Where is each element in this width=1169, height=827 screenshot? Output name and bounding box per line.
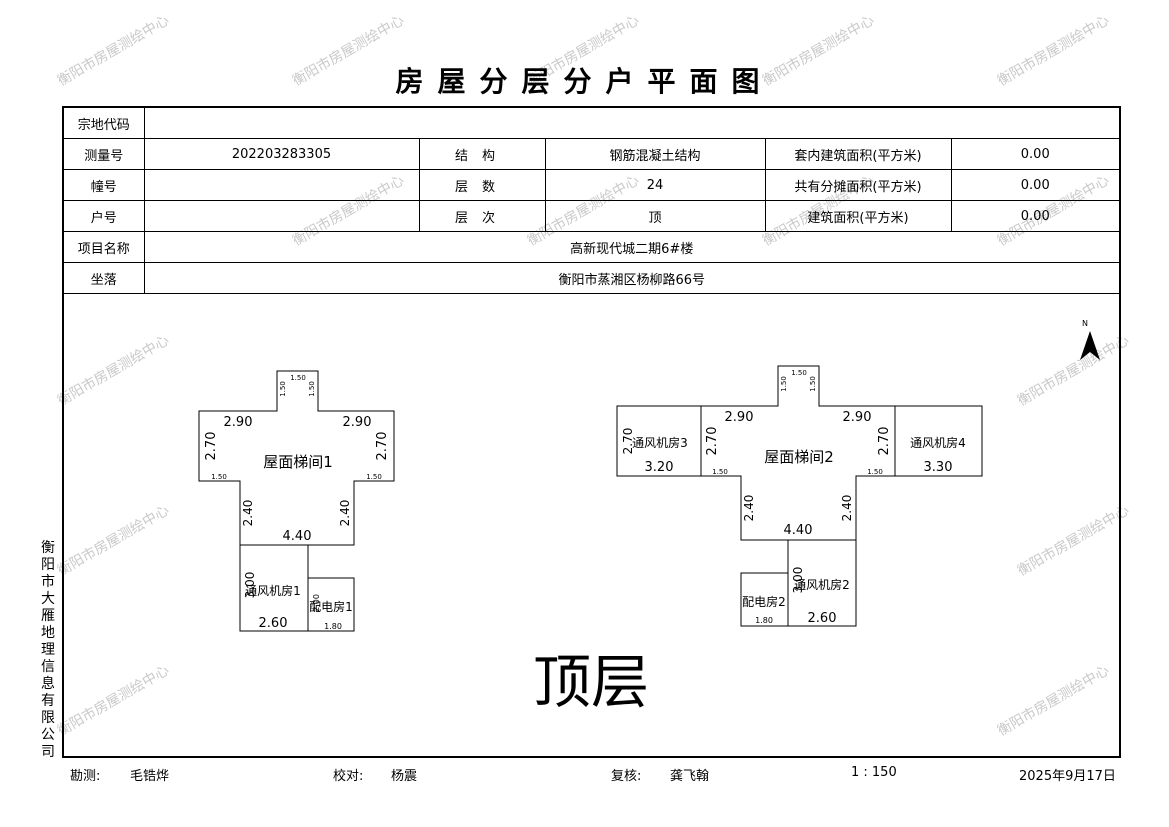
dim-label: 1.50 [712, 468, 728, 476]
dim-label: 2.70 [705, 427, 720, 456]
jiegou-label: 结构 [418, 138, 546, 170]
dim-label: 2.40 [742, 495, 756, 522]
table-row: 户号 层次 顶 建筑面积(平方米) 0.00 [64, 200, 1119, 232]
footer-fuhe-name: 龚飞翰 [670, 769, 710, 784]
dim-label: 2.60 [259, 616, 288, 631]
dim-label: 3.20 [645, 460, 674, 475]
dim-label: 3.00 [791, 567, 805, 594]
zuoluo-label: 坐落 [64, 262, 145, 294]
taonei-value: 0.00 [950, 138, 1119, 170]
room-label: 屋面梯间2 [764, 448, 834, 466]
dim-label: 3.30 [924, 460, 953, 475]
dim-label: 3.00 [243, 572, 257, 599]
room-label: 通风机房2 [794, 577, 850, 592]
info-table: 宗地代码 测量号 202203283305 结构 钢筋混凝土结构 套内建筑面积(… [64, 108, 1119, 294]
dim-label: 2.40 [338, 500, 352, 527]
dim-label: 1.50 [290, 374, 306, 382]
dim-label: 2.70 [204, 432, 219, 461]
dim-label: 2.90 [343, 415, 372, 430]
north-label: N [1082, 319, 1088, 328]
dim-label: 1.80 [755, 616, 773, 625]
floor-label: 顶层 [533, 648, 649, 716]
roof-stair-1-outline [198, 370, 395, 546]
room-label: 屋面梯间1 [263, 453, 333, 471]
footer-kance-name: 毛锆烨 [130, 769, 170, 784]
page-title: 房屋分层分户平面图 [395, 65, 774, 98]
dim-label: 2.70 [877, 427, 892, 456]
footer-jiaodui-name: 杨震 [391, 769, 418, 784]
room-label: 配电房2 [742, 594, 786, 609]
power-room-2-outline [740, 572, 789, 627]
drawing-frame: 宗地代码 测量号 202203283305 结构 钢筋混凝土结构 套内建筑面积(… [62, 106, 1121, 758]
dim-label: 2.90 [725, 410, 754, 425]
table-row: 坐落 衡阳市蒸湘区杨柳路66号 [64, 262, 1119, 294]
dim-label: 2.40 [241, 500, 255, 527]
xiangmu-label: 项目名称 [64, 231, 145, 263]
dim-label: 1.50 [809, 376, 817, 392]
footer-kance-label: 勘测: [70, 769, 101, 784]
zhuang-value [143, 169, 420, 201]
dim-label: 1.50 [211, 473, 227, 481]
table-row: 幢号 层数 24 共有分摊面积(平方米) 0.00 [64, 169, 1119, 201]
dim-label: 2.70 [375, 432, 390, 461]
power-room-1-outline [307, 577, 355, 632]
footer-jiaodui-label: 校对: [333, 769, 364, 784]
xiangmu-value: 高新现代城二期6#楼 [143, 231, 1119, 263]
fan-room-3-outline [616, 405, 702, 477]
fan-room-4-outline [894, 405, 983, 477]
dim-label: 1.50 [791, 369, 807, 377]
dim-label: 4.40 [784, 523, 813, 538]
footer-scale: 1 : 150 [851, 765, 897, 780]
jianzhu-label: 建筑面积(平方米) [764, 200, 952, 232]
dim-label: 2.70 [621, 428, 635, 455]
cengci-label: 层次 [418, 200, 546, 232]
dim-label: 2.00 [312, 594, 321, 612]
dim-label: 1.80 [324, 622, 342, 631]
north-arrow-icon [1080, 331, 1100, 360]
gongyou-label: 共有分摊面积(平方米) [764, 169, 952, 201]
celiang-value: 202203283305 [143, 138, 420, 170]
dim-label: 4.40 [283, 529, 312, 544]
room-label: 通风机房1 [245, 583, 301, 598]
jiegou-value: 钢筋混凝土结构 [544, 138, 766, 170]
zuoluo-value: 衡阳市蒸湘区杨柳路66号 [143, 262, 1119, 294]
dim-label: 1.50 [279, 381, 287, 397]
footer-fuhe-label: 复核: [611, 769, 642, 784]
company-name: 衡阳市大雁地理信息有限公司 [41, 540, 55, 760]
dim-label: 2.40 [840, 495, 854, 522]
dim-label: 2.90 [843, 410, 872, 425]
dim-label: 1.50 [780, 376, 788, 392]
dim-label: 2.90 [224, 415, 253, 430]
room-label: 配电房1 [309, 599, 353, 614]
room-label: 通风机房3 [632, 435, 688, 450]
zongdi-label: 宗地代码 [64, 108, 145, 139]
dim-label: 2.60 [808, 611, 837, 626]
room-label: 通风机房4 [910, 435, 966, 450]
dim-label: 1.50 [308, 381, 316, 397]
table-row: 项目名称 高新现代城二期6#楼 [64, 231, 1119, 263]
dim-label: 1.50 [366, 473, 382, 481]
footer-date: 2025年9月17日 [1019, 769, 1116, 784]
dim-label: 1.50 [867, 468, 883, 476]
